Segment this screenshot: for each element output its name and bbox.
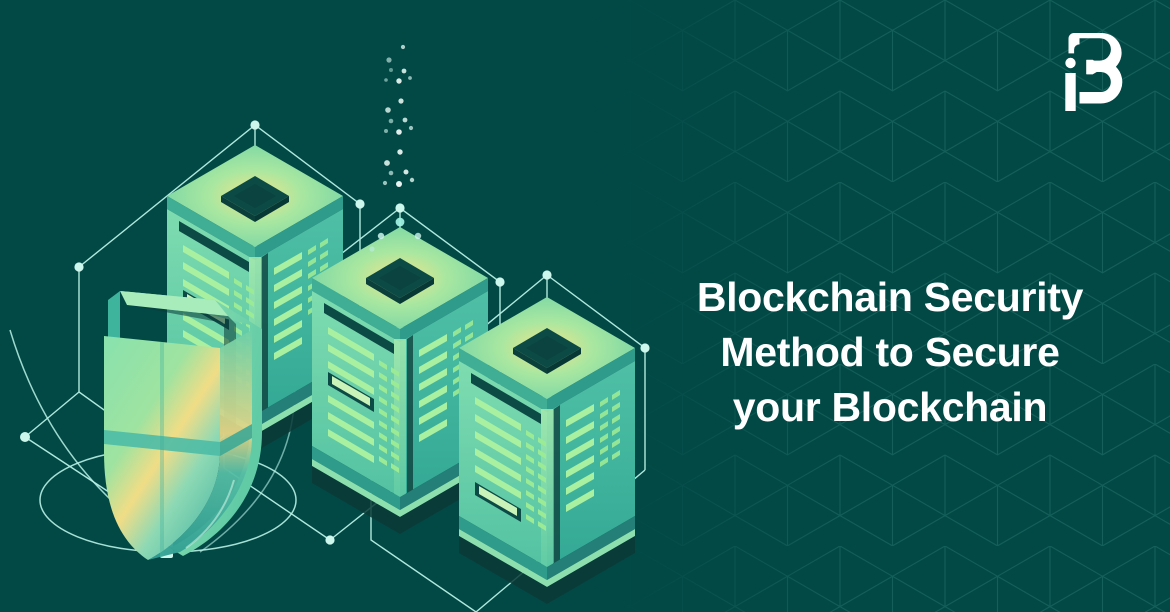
data-particles — [369, 44, 422, 252]
logo-i-stem — [1065, 73, 1076, 111]
logo-triangle-counter — [1092, 59, 1106, 75]
server-rack-front — [459, 297, 635, 604]
shield — [104, 291, 262, 560]
logo-i-dot — [1065, 57, 1076, 69]
server-rack-middle — [312, 227, 488, 534]
ib-monogram-logo[interactable] — [1062, 33, 1128, 111]
logo-bracket — [1068, 33, 1080, 54]
blockchain-security-illustration — [9, 44, 650, 612]
logo-counter-bar — [1086, 59, 1093, 75]
page-title: Blockchain Security Method to Secure you… — [696, 274, 1084, 430]
